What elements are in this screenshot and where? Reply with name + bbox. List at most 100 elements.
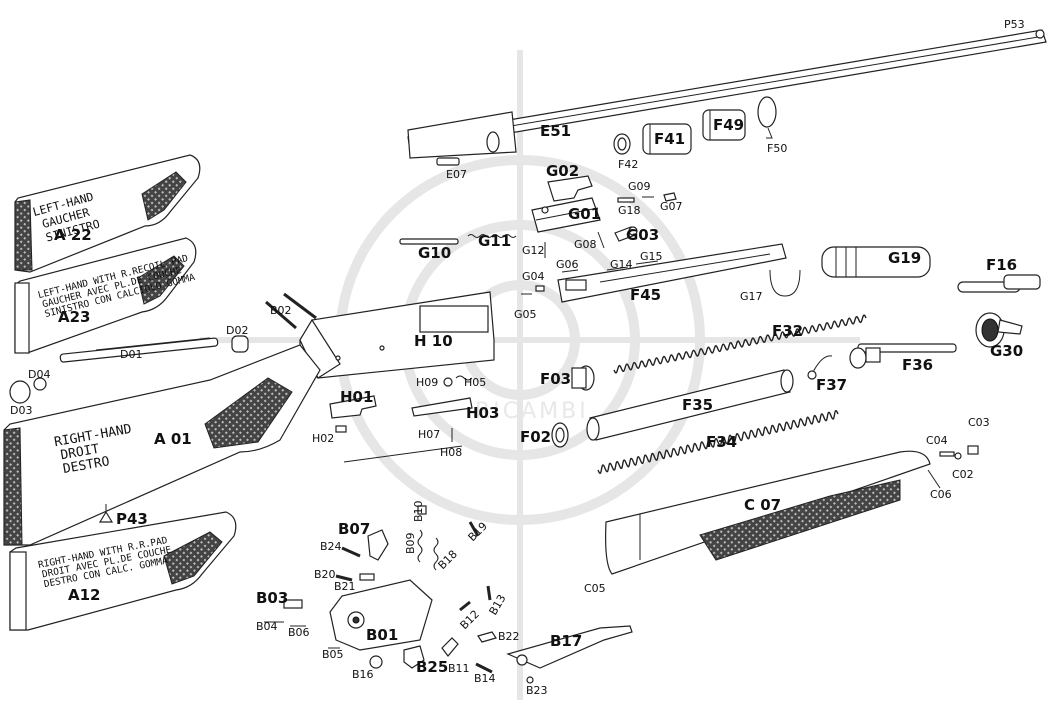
- label-c06: C06: [930, 488, 952, 501]
- label-f36: F36: [902, 356, 933, 374]
- label-b05: B05: [322, 648, 344, 661]
- stock-a12: [9, 511, 237, 631]
- part-b17: [506, 625, 633, 669]
- part-h02: [335, 425, 347, 433]
- label-f32: F32: [772, 322, 803, 340]
- part-b21: [359, 573, 375, 581]
- part-f41: [642, 123, 692, 155]
- part-g02: [547, 175, 593, 202]
- part-f03: [571, 365, 595, 391]
- part-b19: [468, 521, 480, 537]
- label-a01: A 01: [154, 430, 192, 448]
- label-c05: C05: [584, 582, 606, 595]
- label-f41: F41: [654, 130, 685, 148]
- part-p43: [98, 504, 114, 523]
- part-g19: [821, 246, 931, 278]
- part-f02: [551, 422, 569, 448]
- label-a22: A 22: [54, 226, 92, 244]
- label-f42: F42: [618, 158, 638, 171]
- label-h05: H05: [464, 376, 486, 389]
- label-f16: F16: [986, 256, 1017, 274]
- label-f37: F37: [816, 376, 847, 394]
- stock-a23: [14, 237, 197, 354]
- part-b16: [369, 655, 383, 669]
- label-g15: G15: [640, 250, 663, 263]
- part-h09: [443, 377, 453, 387]
- part-g06: [561, 269, 579, 273]
- part-h05: [455, 375, 473, 381]
- label-g07: G07: [660, 200, 683, 213]
- part-d02: [231, 335, 249, 353]
- label-g18: G18: [618, 204, 641, 217]
- stock-a22: [14, 154, 201, 273]
- part-b18: [433, 537, 439, 571]
- label-b12: B12: [458, 608, 482, 632]
- label-h01: H01: [340, 388, 373, 406]
- label-b03: B03: [256, 589, 288, 607]
- label-g17: G17: [740, 290, 763, 303]
- label-b25: B25: [416, 658, 448, 676]
- label-b02: B02: [270, 304, 292, 317]
- part-c06: [927, 469, 941, 489]
- part-b10: [417, 505, 427, 515]
- part-b20: [335, 574, 353, 582]
- part-f37: [807, 355, 833, 380]
- part-g11: [467, 234, 517, 238]
- label-g14: G14: [610, 258, 633, 271]
- part-b25: [403, 645, 425, 669]
- part-h03: [411, 397, 473, 417]
- watermark-brand: RICAMBI: [475, 399, 589, 424]
- label-d01: D01: [120, 348, 142, 361]
- label-b24: B24: [320, 540, 342, 553]
- label-b07: B07: [338, 520, 370, 538]
- label-e51: E51: [540, 122, 571, 140]
- label-f34: F34: [706, 433, 737, 451]
- barrel-e51: [407, 29, 1047, 159]
- part-b09: [417, 529, 423, 563]
- label-g04: G04: [522, 270, 545, 283]
- part-g30: [975, 312, 1023, 348]
- part-f50: [766, 127, 773, 139]
- part-b24: [341, 546, 361, 558]
- part-g07: [663, 192, 677, 202]
- part-b03: [283, 599, 303, 609]
- label-b18: B18: [436, 548, 460, 572]
- label-b22: B22: [498, 630, 520, 643]
- part-f36: [849, 343, 957, 369]
- part-g03: [614, 226, 638, 242]
- part-f32: [613, 314, 867, 374]
- label-b14: B14: [474, 672, 496, 685]
- label-e07: E07: [446, 168, 467, 181]
- part-g01: [531, 197, 601, 233]
- part-f42: [613, 133, 631, 155]
- part-g10: [399, 238, 459, 245]
- label-h07: H07: [418, 428, 440, 441]
- part-d04: [33, 377, 47, 391]
- label-g03: G03: [626, 226, 659, 244]
- part-c07: [605, 450, 931, 575]
- part-g17: [769, 269, 801, 297]
- label-c04: C04: [926, 434, 948, 447]
- label-p53: P53: [1004, 18, 1025, 31]
- label-f45: F45: [630, 286, 661, 304]
- part-c03: [967, 445, 979, 455]
- part-g18: [617, 197, 635, 203]
- part-b12: [459, 600, 471, 612]
- part-b01: [329, 579, 433, 651]
- label-b23: B23: [526, 684, 548, 697]
- part-b07: [367, 529, 389, 561]
- label-f02: F02: [520, 428, 551, 446]
- label-h02: H02: [312, 432, 334, 445]
- label-c03: C03: [968, 416, 990, 429]
- part-c04: [939, 451, 955, 457]
- label-f35: F35: [682, 396, 713, 414]
- part-e07: [436, 157, 460, 166]
- label-b16: B16: [352, 668, 374, 681]
- part-f45: [557, 243, 787, 303]
- label-g09: G09: [628, 180, 651, 193]
- label-g10: G10: [418, 244, 451, 262]
- label-g02: G02: [546, 162, 579, 180]
- label-h09: H09: [416, 376, 438, 389]
- label-b04: B04: [256, 620, 278, 633]
- label-c07: C 07: [744, 496, 781, 514]
